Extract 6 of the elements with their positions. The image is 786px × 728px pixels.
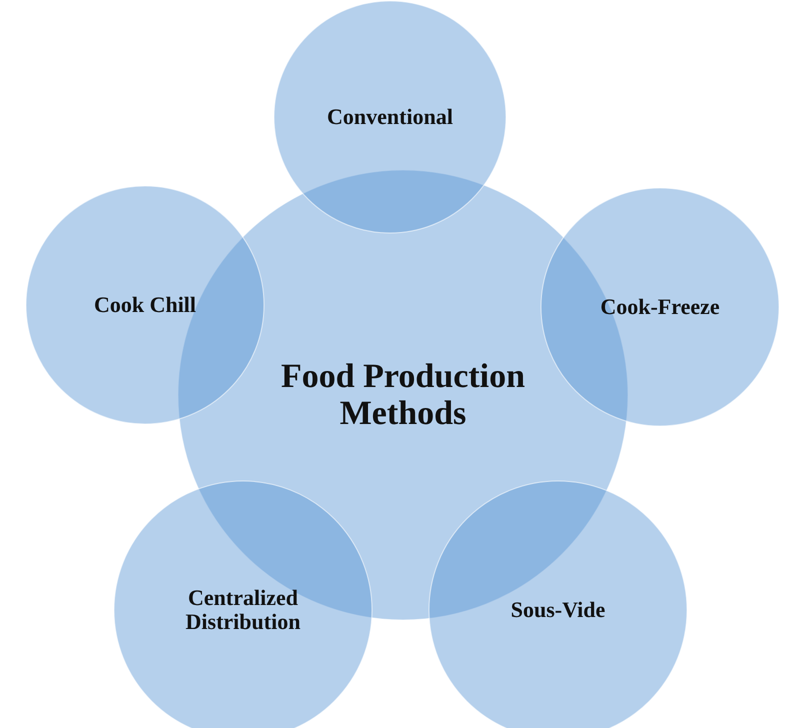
node-label: Centralized Distribution <box>184 586 302 634</box>
node-label: Cook-Freeze <box>600 294 720 320</box>
node-label: Food Production Methods <box>280 358 526 432</box>
node-label: Cook Chill <box>94 292 196 318</box>
node-label: Conventional <box>327 104 453 130</box>
node-label: Sous-Vide <box>510 598 606 622</box>
